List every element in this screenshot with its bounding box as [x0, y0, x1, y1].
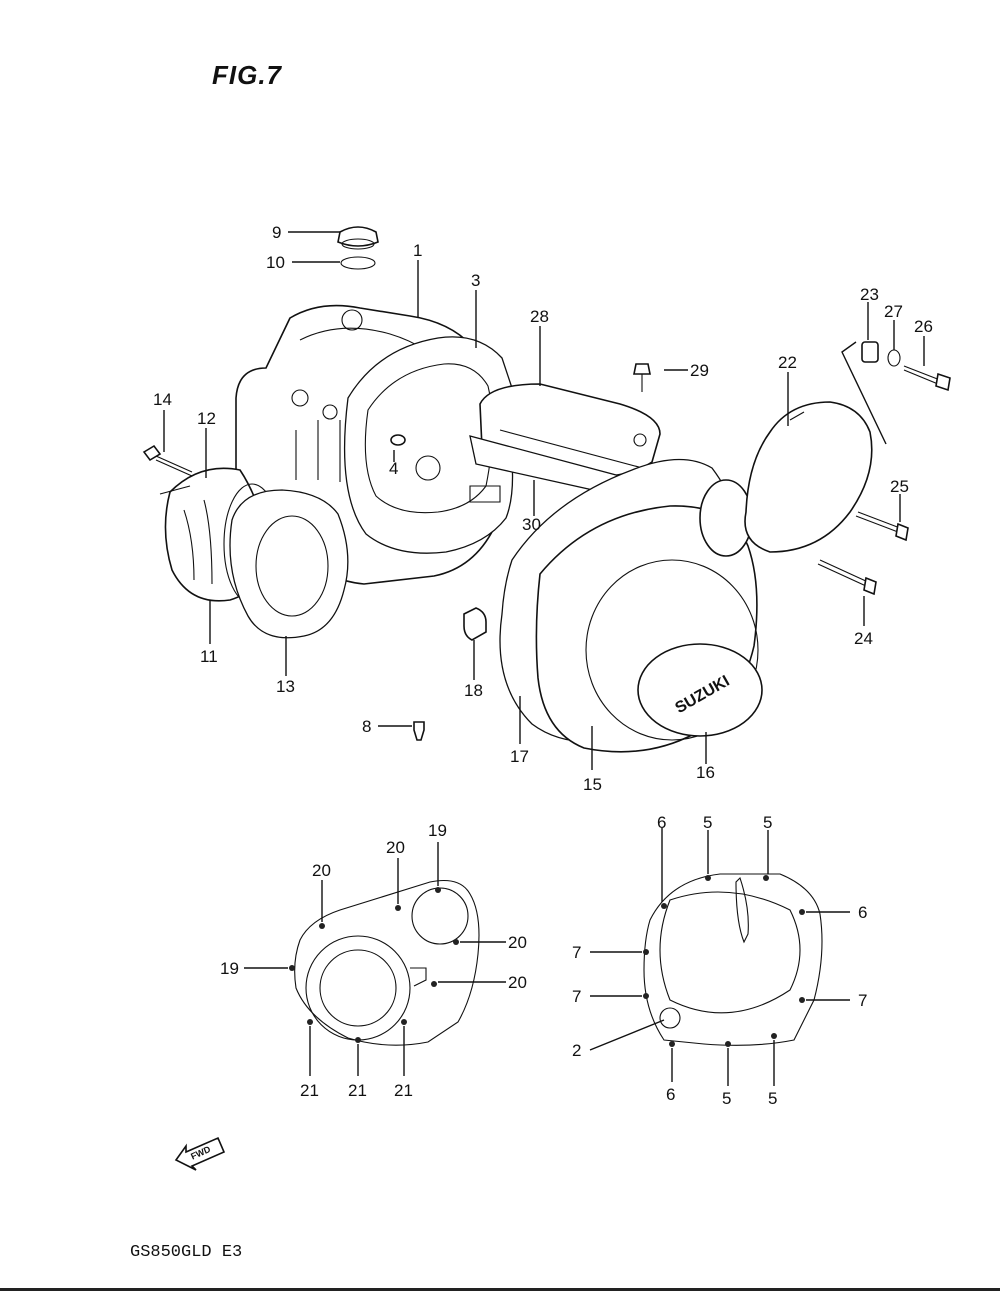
oil-filler-cap [337, 226, 379, 250]
callout-21-middle: 21 [348, 1081, 367, 1100]
bolt-29 [633, 363, 651, 392]
screw-8 [413, 721, 425, 741]
callout-5-top-right: 5 [763, 813, 772, 832]
callout-8: 8 [362, 717, 371, 736]
generator-cover-bolt-pattern [643, 873, 823, 1046]
forward-direction-arrow-icon: FWD [174, 1136, 226, 1171]
callout-11: 11 [200, 647, 218, 666]
bolt-25 [855, 511, 909, 542]
oil-seal-cover [699, 479, 753, 557]
callout-2: 2 [572, 1041, 581, 1060]
filler-cap-o-ring [340, 256, 376, 270]
callout-26: 26 [914, 317, 933, 336]
callout-9: 9 [272, 223, 281, 242]
starter-clutch-cover-22 [744, 401, 873, 553]
callout-20-right-upper: 20 [508, 933, 527, 952]
bottom-rule [0, 1288, 1000, 1291]
bolt-holes-lower-right [643, 875, 805, 1047]
callout-25: 25 [890, 477, 909, 496]
callout-23: 23 [860, 285, 879, 304]
starter-cover-gasket-13 [229, 489, 349, 639]
callout-5-bottom-right: 5 [768, 1089, 777, 1108]
callout-12: 12 [197, 409, 216, 428]
callout-7-right: 7 [858, 991, 867, 1010]
callout-17: 17 [510, 747, 529, 766]
callout-29: 29 [690, 361, 709, 380]
callout-24: 24 [854, 629, 873, 648]
figure-title: FIG.7 [212, 60, 283, 90]
callout-20-left: 20 [312, 861, 331, 880]
generator-cover-cap-16: SUZUKI [637, 643, 763, 737]
washer-27 [887, 349, 901, 367]
callout-10: 10 [266, 253, 285, 272]
dowel-pin-4 [390, 434, 406, 446]
callout-15: 15 [583, 775, 602, 794]
callout-21-right: 21 [394, 1081, 413, 1100]
callout-20-top: 20 [386, 838, 405, 857]
callout-22: 22 [778, 353, 797, 372]
bolt-26 [903, 365, 951, 392]
callout-7-left-upper: 7 [572, 943, 581, 962]
bolt-14 [142, 444, 193, 477]
callout-13: 13 [276, 677, 295, 696]
callout-28: 28 [530, 307, 549, 326]
collar-23 [861, 341, 879, 363]
callout-5-top-left: 5 [703, 813, 712, 832]
callout-1: 1 [413, 241, 422, 260]
callout-21-left: 21 [300, 1081, 319, 1100]
callout-20-right-lower: 20 [508, 973, 527, 992]
callout-7-left-lower: 7 [572, 987, 581, 1006]
clutch-cover-gasket [343, 336, 514, 554]
callout-16: 16 [696, 763, 715, 782]
callout-6-top: 6 [657, 813, 666, 832]
callout-numbers: 9 10 1 3 28 29 22 23 27 26 14 12 4 30 25… [153, 223, 933, 1108]
callout-5-bottom-left: 5 [722, 1089, 731, 1108]
callout-27: 27 [884, 302, 903, 321]
callout-4: 4 [389, 459, 398, 478]
callout-6-right: 6 [858, 903, 867, 922]
callout-18: 18 [464, 681, 483, 700]
callout-19-left: 19 [220, 959, 239, 978]
callout-14: 14 [153, 390, 172, 409]
leader-lines [163, 231, 925, 1086]
callout-19-top: 19 [428, 821, 447, 840]
bolt-24 [817, 559, 877, 596]
model-code: GS850GLD E3 [130, 1243, 243, 1262]
callout-3: 3 [471, 271, 480, 290]
bolt-holes-lower-left [289, 887, 459, 1043]
callout-6-bottom: 6 [666, 1085, 675, 1104]
callout-30: 30 [522, 515, 541, 534]
dowel-pin-18 [463, 607, 487, 641]
